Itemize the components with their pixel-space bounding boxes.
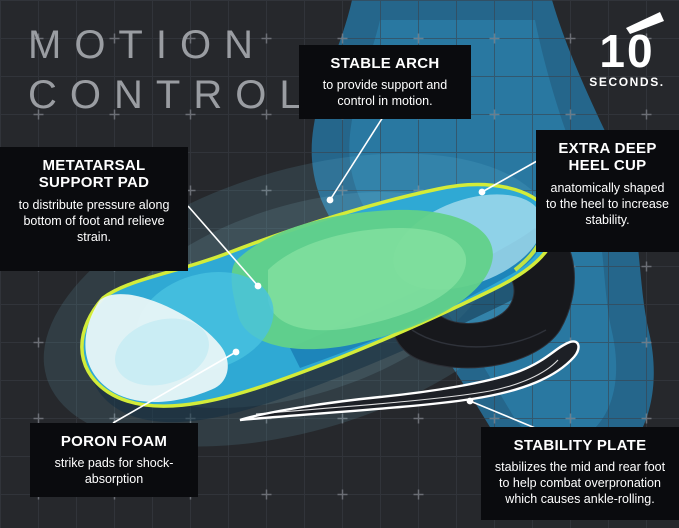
- callout-heading: STABILITY PLATE: [513, 437, 647, 454]
- insole: [80, 182, 557, 408]
- callout-metatarsal-support-pad: METATARSAL SUPPORT PAD to distribute pre…: [0, 147, 188, 271]
- callout-body: to provide support and control in motion…: [322, 78, 448, 109]
- callout-heading: STABLE ARCH: [330, 55, 440, 72]
- callout-poron-foam: PORON FOAM strike pads for shock-absorpt…: [30, 423, 198, 498]
- callout-extra-deep-heel-cup: EXTRA DEEP HEEL CUP anatomically shaped …: [536, 130, 679, 252]
- title-line-2: CONTROL: [28, 73, 315, 117]
- arch-pad-light: [268, 228, 467, 331]
- callout-stable-arch: STABLE ARCH to provide support and contr…: [299, 45, 471, 120]
- leader-line-stable-arch: [329, 116, 384, 201]
- leader-dot-metatarsal: [254, 282, 262, 290]
- leader-line-stability-plate: [469, 400, 541, 431]
- brand-logo: 10 SECONDS.: [584, 10, 670, 89]
- leader-dot-heel-cup: [478, 188, 486, 196]
- title-line-1: MOTION: [28, 23, 266, 67]
- callout-heading: PORON FOAM: [60, 433, 168, 450]
- leader-line-metatarsal: [187, 205, 259, 287]
- brand-word: SECONDS.: [589, 75, 665, 89]
- leader-dot-poron: [232, 348, 240, 356]
- callout-body: to distribute pressure along bottom of f…: [18, 197, 170, 244]
- callout-body: anatomically shaped to the heel to incre…: [546, 180, 669, 227]
- brand-number: 10: [599, 25, 655, 77]
- stability-plate-drawing: [239, 340, 580, 422]
- leader-dots: [232, 188, 486, 405]
- callout-heading: EXTRA DEEP HEEL CUP: [558, 140, 657, 175]
- toe-cyan-overlay: [115, 318, 209, 386]
- callout-body: strike pads for shock-absorption: [54, 456, 174, 487]
- callout-stability-plate: STABILITY PLATE stabilizes the mid and r…: [481, 427, 679, 520]
- leader-line-poron: [112, 351, 237, 424]
- page-title: MOTION CONTROL: [28, 20, 315, 120]
- pennant-icon: [626, 12, 664, 34]
- leader-dot-stability-plate: [466, 397, 474, 405]
- leader-lines: [112, 116, 541, 431]
- callout-heading: METATARSAL SUPPORT PAD: [38, 157, 150, 192]
- leader-dot-stable-arch: [326, 196, 334, 204]
- callout-body: stabilizes the mid and rear foot to help…: [494, 460, 666, 507]
- leader-line-heel-cup: [481, 160, 538, 193]
